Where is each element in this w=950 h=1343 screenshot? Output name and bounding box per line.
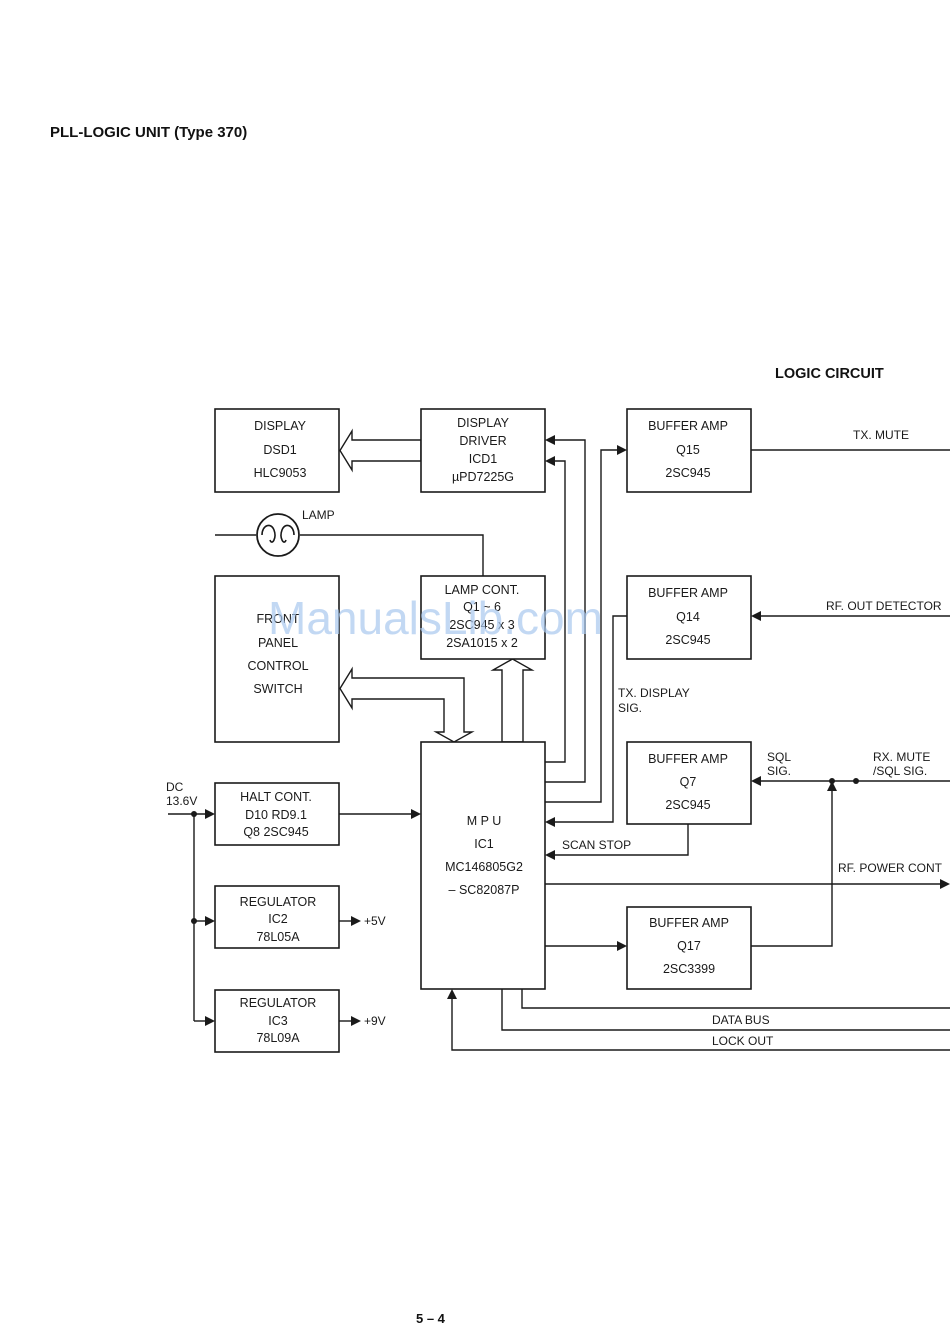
tx-mute-label: TX. MUTE (853, 428, 909, 442)
ic3-label-2: IC3 (268, 1014, 288, 1028)
mpu-front-panel-bus (339, 666, 475, 743)
buffer-amp-q15-block (626, 408, 752, 493)
ic2-label-1: REGULATOR (240, 895, 317, 909)
rf-out-detector-label: RF. OUT DETECTOR (826, 599, 942, 613)
dc-label-1: DC (166, 780, 184, 794)
display-driver-label-3: ICD1 (469, 452, 498, 466)
tx-display-sig-label-2: SIG. (618, 701, 642, 715)
q17-to-sql-line (751, 791, 833, 947)
scan-stop-label: SCAN STOP (562, 838, 631, 852)
mpu-to-q15-line (545, 449, 617, 803)
halt-cont-label-1: HALT CONT. (240, 790, 312, 804)
front-panel-label-1: FRONT (256, 612, 299, 626)
lamp-cont-label-2: Q1 ~ 6 (463, 600, 501, 614)
q17-label-3: 2SC3399 (663, 962, 715, 976)
regulator-ic3-block (214, 989, 340, 1053)
rf-power-cont-label: RF. POWER CONT (838, 861, 943, 875)
q17-label-2: Q17 (677, 939, 701, 953)
buffer-amp-q7-block (626, 741, 752, 825)
lock-out-line (451, 999, 950, 1051)
halt-cont-label-2: D10 RD9.1 (245, 808, 307, 822)
lamp-cont-label-3: 2SC945 x 3 (449, 618, 514, 632)
sql-sig-label-2: SIG. (767, 764, 791, 778)
plus-5v-label: +5V (364, 914, 386, 928)
data-bus-label: DATA BUS (712, 1013, 770, 1027)
regulator-ic2-block (214, 885, 340, 949)
front-panel-label-2: PANEL (258, 636, 298, 650)
display-label-2: DSD1 (263, 443, 296, 457)
q15-label-2: Q15 (676, 443, 700, 457)
buffer-amp-q14-block (626, 575, 752, 660)
page-title: PLL-LOGIC UNIT (Type 370) (50, 124, 247, 141)
ic2-label-2: IC2 (268, 912, 288, 926)
lamp-label: LAMP (302, 508, 335, 522)
halt-cont-block (214, 782, 340, 846)
lamp-icon (256, 513, 300, 557)
front-panel-control-switch-block (214, 575, 340, 743)
front-panel-label-4: SWITCH (253, 682, 302, 696)
mpu-label-4: – SC82087P (449, 883, 520, 897)
q15-label-1: BUFFER AMP (648, 419, 728, 433)
mpu-block (420, 741, 546, 990)
display-label-1: DISPLAY (254, 419, 307, 433)
ic3-label-3: 78L09A (256, 1031, 300, 1045)
display-block (214, 408, 340, 493)
display-driver-block (420, 408, 546, 493)
lamp-to-lamp-cont-wire (300, 534, 484, 576)
rx-mute-label-2: /SQL SIG. (873, 764, 927, 778)
mpu-label-1: M P U (467, 814, 502, 828)
q17-label-1: BUFFER AMP (649, 916, 729, 930)
diagram-heading: LOGIC CIRCUIT (775, 366, 884, 382)
data-bus-line (501, 989, 950, 1031)
mpu-label-3: MC146805G2 (445, 860, 523, 874)
tx-display-sig-label-1: TX. DISPLAY (618, 686, 690, 700)
halt-cont-label-3: Q8 2SC945 (243, 825, 308, 839)
q7-label-1: BUFFER AMP (648, 752, 728, 766)
display-driver-label-2: DRIVER (459, 434, 506, 448)
dc-label-2: 13.6V (166, 794, 197, 808)
mpu-to-lamp-cont-bus (490, 658, 535, 743)
mpu-to-driver-line-2 (545, 439, 586, 783)
front-panel-label-3: CONTROL (247, 659, 308, 673)
mpu-bottom-line-1 (521, 989, 950, 1009)
q14-to-mpu-line (555, 615, 627, 823)
driver-to-display-bus (339, 428, 422, 473)
q15-label-3: 2SC945 (665, 466, 710, 480)
page-number: 5 – 4 (416, 1311, 446, 1326)
scan-stop-line (555, 824, 689, 856)
lamp-cont-label-4: 2SA1015 x 2 (446, 636, 518, 650)
buffer-amp-q17-block (626, 906, 752, 990)
plus-9v-label: +9V (364, 1014, 386, 1028)
mpu-to-driver-line-1 (545, 460, 566, 763)
display-label-3: HLC9053 (254, 466, 307, 480)
q14-label-1: BUFFER AMP (648, 586, 728, 600)
q14-label-2: Q14 (676, 610, 700, 624)
ic2-label-3: 78L05A (256, 930, 300, 944)
q14-label-3: 2SC945 (665, 633, 710, 647)
display-driver-label-4: µPD7225G (452, 470, 514, 484)
rx-mute-label-1: RX. MUTE (873, 750, 930, 764)
lock-out-label: LOCK OUT (712, 1034, 774, 1048)
watermark: ManualsLib.com (268, 592, 603, 644)
q7-label-3: 2SC945 (665, 798, 710, 812)
ic3-label-1: REGULATOR (240, 996, 317, 1010)
display-driver-label-1: DISPLAY (457, 416, 510, 430)
mpu-label-2: IC1 (474, 837, 494, 851)
sql-sig-label-1: SQL (767, 750, 791, 764)
q7-label-2: Q7 (680, 775, 697, 789)
lamp-cont-label-1: LAMP CONT. (445, 583, 520, 597)
lamp-cont-block (420, 575, 546, 660)
